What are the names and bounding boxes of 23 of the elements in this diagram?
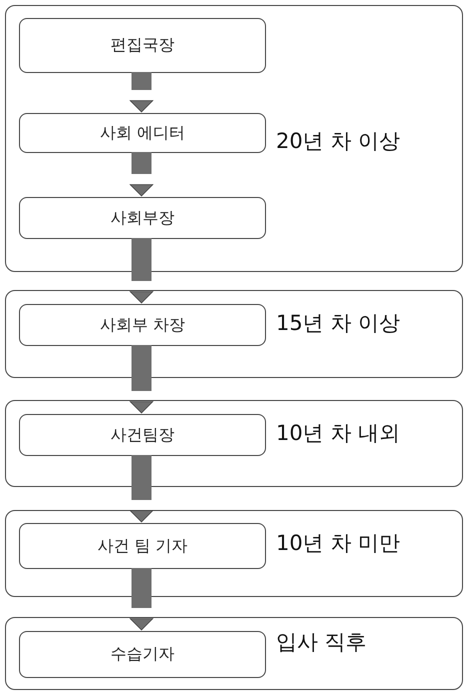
process-box: 사건팀장 — [19, 414, 266, 456]
block-arrow — [130, 345, 154, 414]
process-box: 편집국장 — [19, 18, 266, 73]
tenure-label: 10년 차 내외 — [276, 420, 400, 447]
block-arrow — [130, 238, 154, 304]
group-box — [5, 617, 463, 690]
block-arrow — [130, 72, 154, 112]
tenure-label: 20년 차 이상 — [276, 128, 400, 155]
process-box: 사회부장 — [19, 197, 266, 239]
process-box: 사회부 차장 — [19, 304, 266, 346]
process-box: 수습기자 — [19, 631, 266, 678]
tenure-label: 15년 차 이상 — [276, 310, 400, 337]
group-box — [5, 510, 463, 597]
tenure-label: 입사 직후 — [276, 629, 367, 656]
block-arrow — [130, 568, 154, 630]
group-box — [5, 5, 463, 272]
process-box: 사회 에디터 — [19, 113, 266, 153]
process-box: 사건 팀 기자 — [19, 523, 266, 569]
group-box — [5, 400, 463, 487]
group-box — [5, 290, 463, 378]
block-arrow — [130, 455, 154, 522]
block-arrow — [130, 152, 154, 196]
tenure-label: 10년 차 미만 — [276, 530, 400, 557]
